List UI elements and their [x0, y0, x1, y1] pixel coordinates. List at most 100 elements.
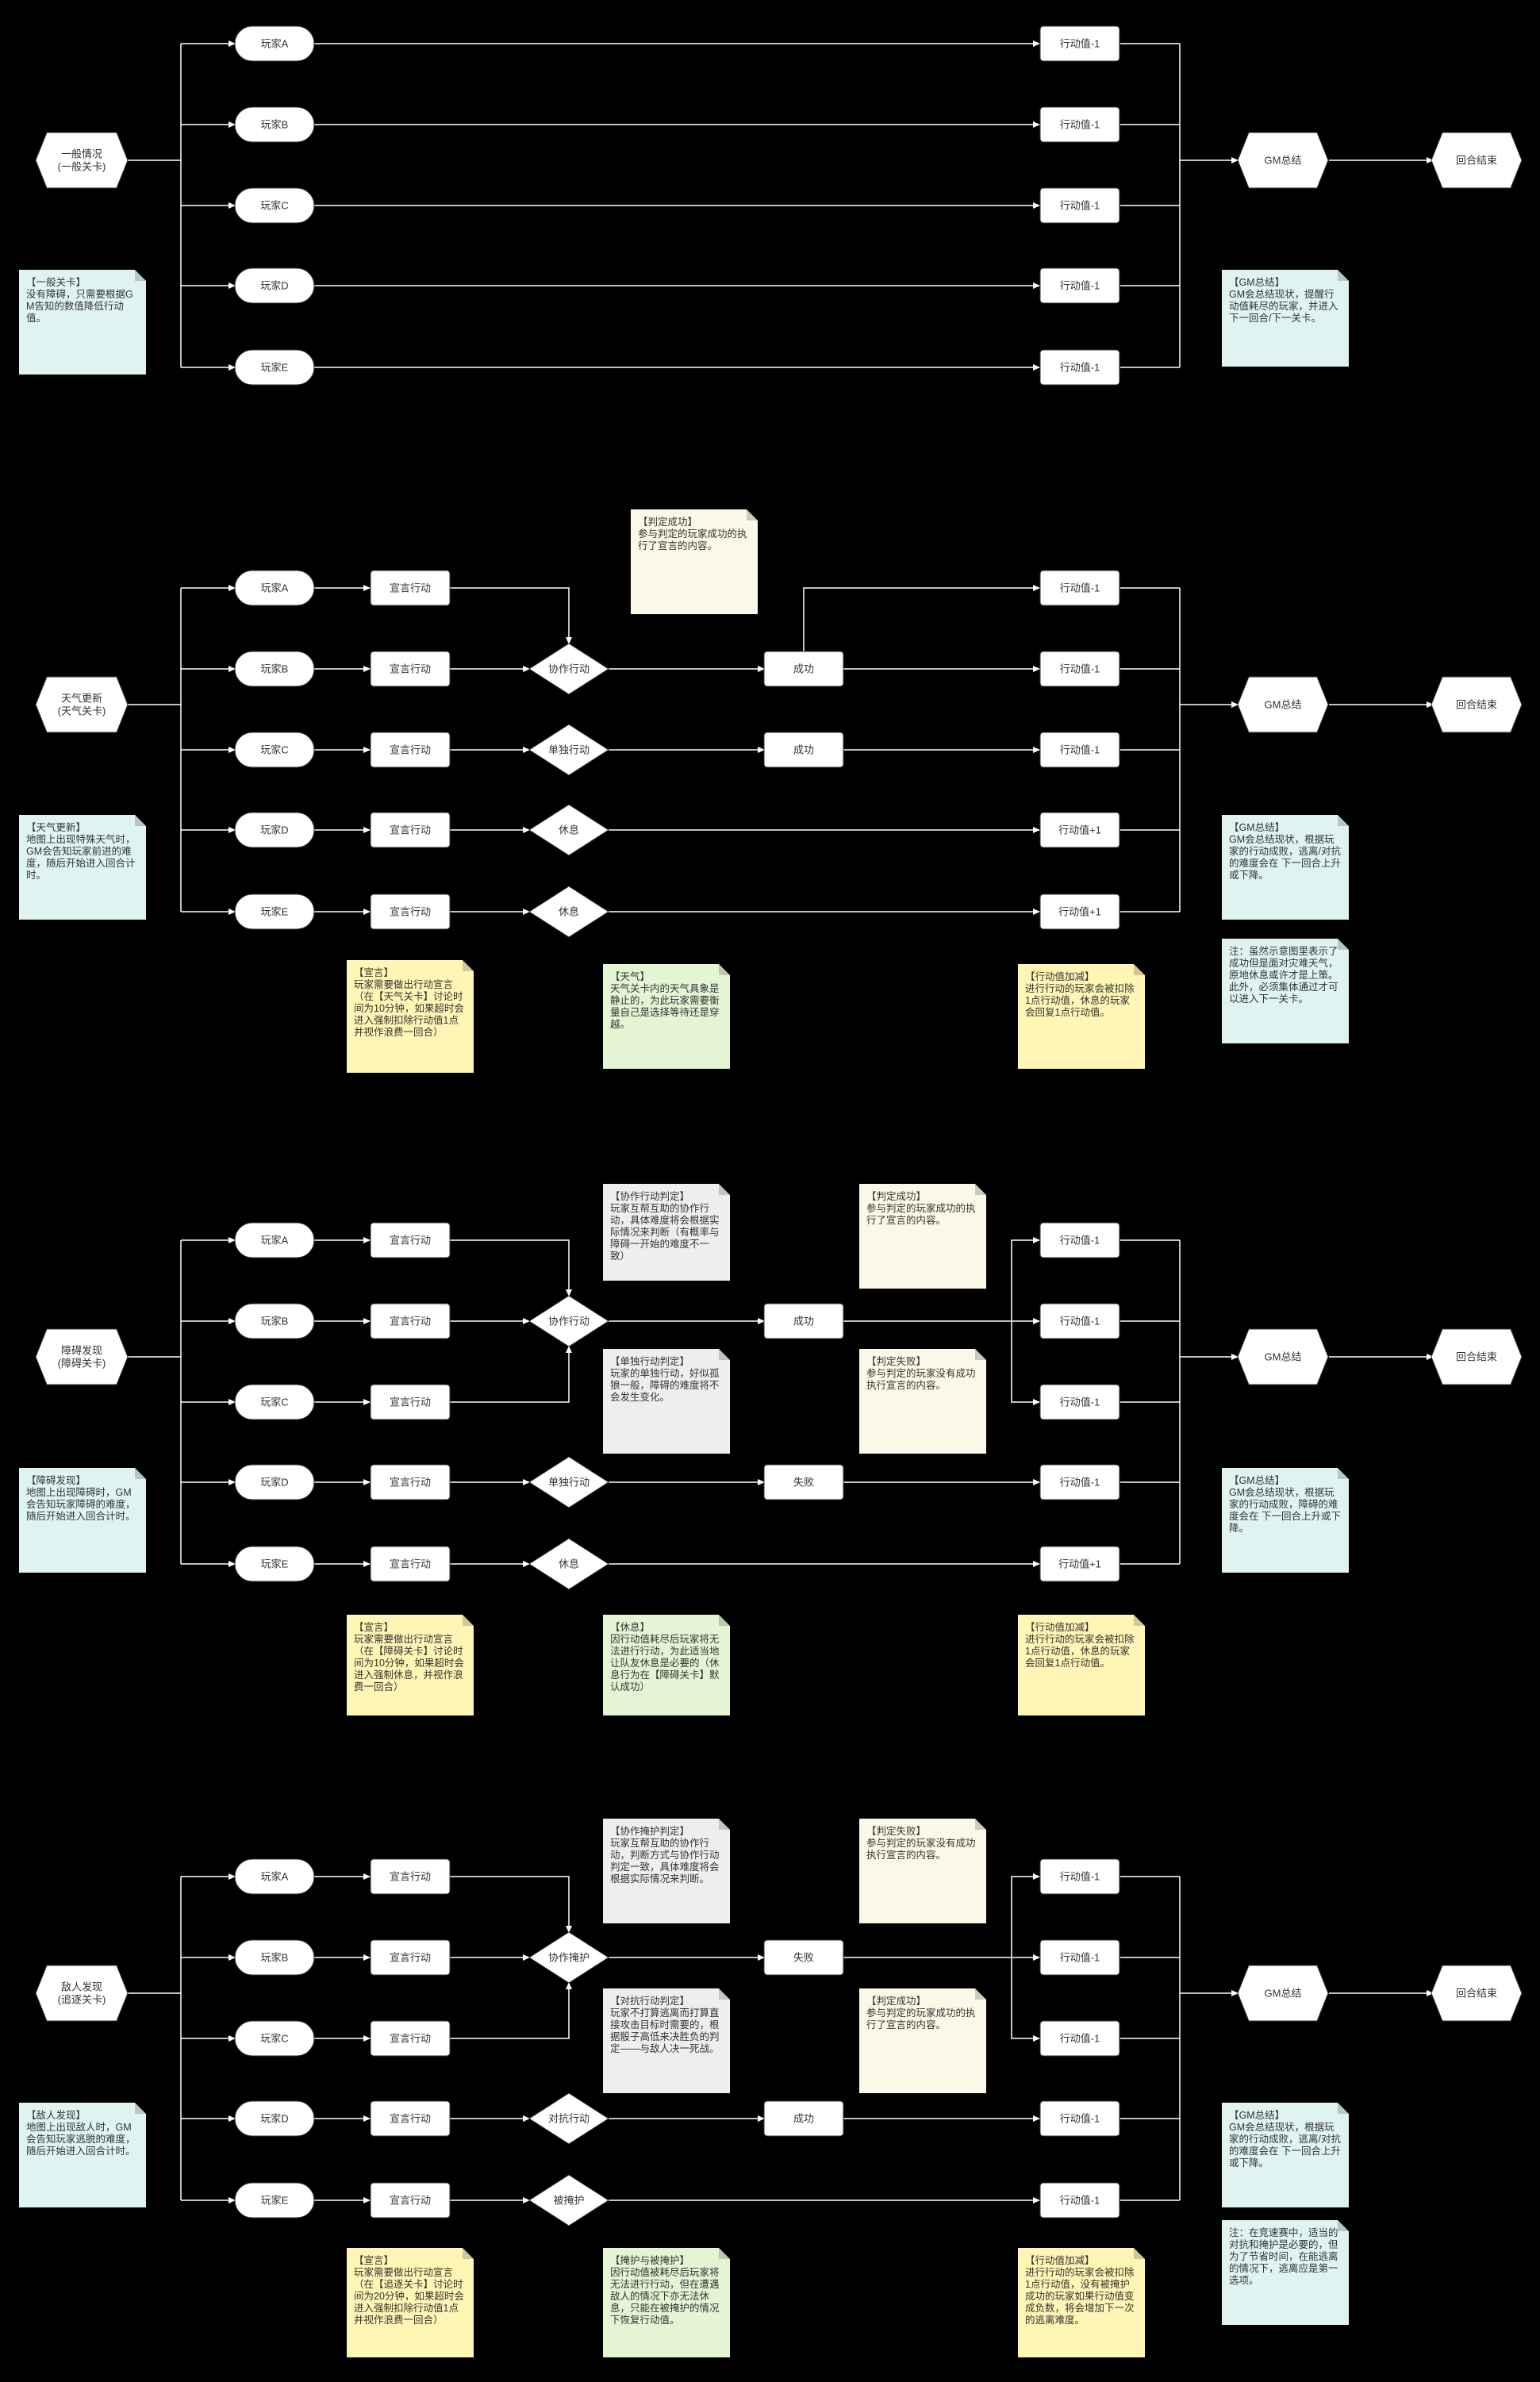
action-value-node: 行动值-1	[1039, 570, 1120, 606]
player-node: 玩家C	[234, 2020, 315, 2057]
gm-summary-node: GM总结	[1237, 1328, 1329, 1385]
sticky-note: 【GM总结】 GM会总结现状，根据玩家的行动成败，逃离/对抗的难度会在 下一回合…	[1222, 815, 1349, 920]
sticky-note: 【掩护与被掩护】 因行动值被耗尽后玩家将无法进行行动，但在遭遇敌人的情况下亦无法…	[603, 2248, 730, 2357]
player-node: 玩家B	[234, 651, 315, 687]
sticky-note: 【判定失败】 参与判定的玩家没有成功执行宣言的内容。	[859, 1349, 986, 1454]
start-node: 障碍发现(障碍关卡)	[35, 1328, 129, 1385]
declare-node: 宣言行动	[370, 2100, 451, 2137]
node-label: 行动值-1	[1060, 38, 1100, 50]
declare-node: 宣言行动	[370, 812, 451, 848]
sticky-note: 【GM总结】 GM会总结现状，根据玩家的行动成败，逃离/对抗的难度会在 下一回合…	[1222, 2103, 1349, 2207]
result-node: 成功	[763, 651, 844, 687]
decision-node: 协作行动	[528, 643, 609, 695]
result-node: 成功	[763, 2100, 844, 2137]
decision-node: 协作掩护	[528, 1931, 609, 1984]
node-label: 玩家E	[261, 906, 289, 918]
declare-node: 宣言行动	[370, 1546, 451, 1582]
declare-node: 宣言行动	[370, 1384, 451, 1420]
declare-node: 宣言行动	[370, 893, 451, 930]
node-label: 协作行动	[548, 1316, 590, 1327]
declare-node: 宣言行动	[370, 1858, 451, 1895]
action-value-node: 行动值-1	[1039, 2020, 1120, 2057]
player-node: 玩家D	[234, 2100, 315, 2137]
node-label: 成功	[793, 744, 814, 756]
node-label: 玩家D	[260, 824, 288, 836]
sticky-note: 注：在竞速赛中，适当的对抗和掩护是必要的，但为了节省时间，在能逃离的情况下，逃离…	[1222, 2220, 1349, 2325]
node-label: 宣言行动	[390, 1316, 431, 1327]
sticky-note: 【判定成功】 参与判定的玩家成功的执行了宣言的内容。	[859, 1184, 986, 1289]
round-end-node: 回合结束	[1431, 676, 1523, 733]
round-end-node: 回合结束	[1431, 132, 1523, 189]
action-value-node: 行动值-1	[1039, 349, 1120, 386]
node-label: 失败	[793, 1952, 814, 1964]
node-label: 宣言行动	[390, 824, 431, 836]
node-label: 宣言行动	[390, 1235, 431, 1247]
node-label: 行动值-1	[1060, 1397, 1100, 1408]
decision-node: 对抗行动	[528, 2092, 609, 2145]
decision-node: 协作行动	[528, 1295, 609, 1347]
connector-arrow	[450, 1346, 572, 1403]
action-value-node: 行动值+1	[1039, 893, 1120, 930]
node-label: 回合结束	[1456, 1351, 1497, 1363]
node-label: 玩家A	[261, 1235, 289, 1247]
node-label: 玩家E	[261, 2195, 289, 2207]
action-value-node: 行动值-1	[1039, 267, 1120, 304]
node-label: 玩家C	[260, 744, 288, 756]
start-node: 敌人发现(追逐关卡)	[35, 1965, 129, 2022]
sticky-note: 【判定成功】 参与判定的玩家成功的执行了宣言的内容。	[631, 509, 758, 614]
node-label: 单独行动	[548, 744, 590, 756]
sticky-note: 【一般关卡】 没有障碍，只需要根据GM告知的数值降低行动值。	[19, 270, 146, 375]
node-label: 回合结束	[1456, 699, 1497, 711]
action-value-node: 行动值-1	[1039, 1858, 1120, 1895]
node-label: 被掩护	[553, 2195, 584, 2207]
decision-node: 休息	[528, 886, 609, 938]
node-label: 玩家A	[261, 582, 289, 594]
node-label: 玩家E	[261, 1558, 289, 1570]
connector-arrow	[450, 1239, 572, 1297]
node-label: 对抗行动	[548, 2113, 590, 2125]
sticky-note: 【宣言】 玩家需要做出行动宣言（在【天气关卡】讨论时间为10分钟，如果超时会进入…	[347, 960, 474, 1073]
player-node: 玩家C	[234, 1384, 315, 1420]
node-label: 行动值-1	[1060, 1477, 1100, 1489]
node-label: 行动值+1	[1058, 824, 1101, 836]
node-label: 宣言行动	[390, 663, 431, 675]
node-label: 宣言行动	[390, 2195, 431, 2207]
player-node: 玩家E	[234, 893, 315, 930]
node-label: 宣言行动	[390, 906, 431, 918]
result-node: 成功	[763, 1303, 844, 1339]
declare-node: 宣言行动	[370, 570, 451, 606]
node-label: 玩家D	[260, 2113, 288, 2125]
result-node: 失败	[763, 1939, 844, 1976]
declare-node: 宣言行动	[370, 1939, 451, 1976]
node-label: 宣言行动	[390, 2113, 431, 2125]
result-node: 失败	[763, 1464, 844, 1500]
action-value-node: 行动值-1	[1039, 1464, 1120, 1500]
sticky-note: 【判定失败】 参与判定的玩家没有成功执行宣言的内容。	[859, 1819, 986, 1923]
node-label: 玩家D	[260, 280, 288, 292]
player-node: 玩家E	[234, 349, 315, 386]
node-label: 天气更新(天气关卡)	[58, 693, 106, 717]
action-value-node: 行动值-1	[1039, 187, 1120, 224]
action-value-node: 行动值-1	[1039, 651, 1120, 687]
action-value-node: 行动值-1	[1039, 1222, 1120, 1258]
action-value-node: 行动值-1	[1039, 2100, 1120, 2137]
node-label: 行动值-1	[1060, 1871, 1100, 1883]
node-label: 玩家B	[261, 1952, 289, 1964]
action-value-node: 行动值+1	[1039, 1546, 1120, 1582]
player-node: 玩家A	[234, 1222, 315, 1258]
node-label: GM总结	[1265, 1988, 1302, 2000]
action-value-node: 行动值-1	[1039, 1384, 1120, 1420]
player-node: 玩家B	[234, 1303, 315, 1339]
node-label: 宣言行动	[390, 1952, 431, 1964]
node-label: 回合结束	[1456, 155, 1497, 167]
connector-arrow	[803, 585, 1040, 653]
player-node: 玩家D	[234, 267, 315, 304]
action-value-node: 行动值-1	[1039, 2182, 1120, 2219]
action-value-node: 行动值-1	[1039, 732, 1120, 768]
start-node: 天气更新(天气关卡)	[35, 676, 129, 733]
decision-node: 休息	[528, 1538, 609, 1590]
node-label: 玩家A	[261, 38, 289, 50]
node-label: 宣言行动	[390, 1477, 431, 1489]
connector-arrow	[1011, 1321, 1040, 1405]
